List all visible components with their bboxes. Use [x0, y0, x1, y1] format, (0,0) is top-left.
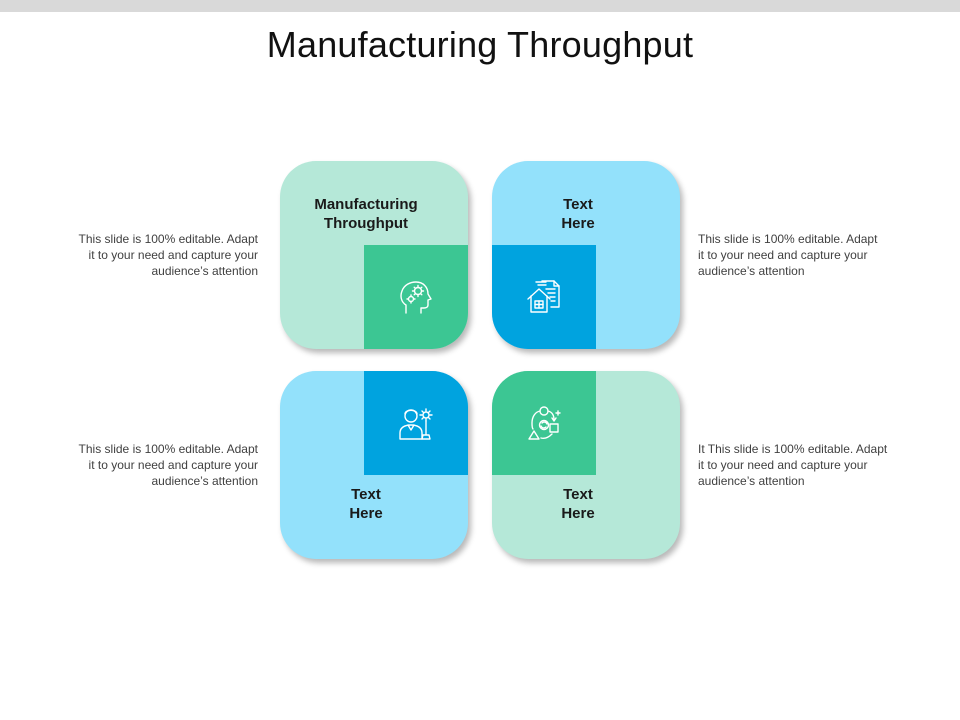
- tile-1-label: Manufacturing Throughput: [291, 195, 441, 233]
- tile-3-icon-quadrant: [364, 371, 468, 475]
- description-top-left: This slide is 100% editable. Adapt it to…: [58, 231, 258, 279]
- tile-4-label: Text Here: [503, 485, 653, 523]
- tile-2-label: Text Here: [503, 195, 653, 233]
- tile-4-icon-quadrant: [492, 371, 596, 475]
- head-gears-icon: [400, 281, 432, 314]
- tile-3: Text Here: [280, 371, 468, 559]
- engineer-gear-icon: [399, 408, 433, 440]
- tile-3-label-line2: Here: [349, 505, 383, 522]
- tile-manufacturing-throughput: Manufacturing Throughput: [280, 161, 468, 349]
- tile-2-icon-quadrant: [492, 245, 596, 349]
- description-1-line2: it to your need and capture your: [88, 248, 258, 262]
- house-document-icon: [527, 280, 560, 313]
- description-4-line1: It This slide is 100% editable. Adapt: [698, 442, 888, 456]
- tile-2-label-line2: Here: [561, 215, 595, 232]
- top-bar: [0, 0, 960, 12]
- tile-1-label-line1: Manufacturing: [314, 196, 418, 213]
- description-3-line3: audience’s attention: [151, 474, 258, 488]
- description-1-line1: This slide is 100% editable. Adapt: [78, 232, 258, 246]
- slide-title: Manufacturing Throughput: [266, 24, 694, 65]
- description-2-line3: audience’s attention: [698, 264, 805, 278]
- tile-2: Text Here: [492, 161, 680, 349]
- description-4-line3: audience’s attention: [698, 474, 805, 488]
- tile-3-label: Text Here: [291, 485, 441, 523]
- description-1-line3: audience’s attention: [151, 264, 258, 278]
- description-2-line1: This slide is 100% editable. Adapt: [698, 232, 878, 246]
- description-3-line2: it to your need and capture your: [88, 458, 258, 472]
- tile-2-label-line1: Text: [563, 196, 593, 213]
- description-2-line2: it to your need and capture your: [698, 248, 868, 262]
- tile-3-label-line1: Text: [351, 486, 381, 503]
- description-bottom-left: This slide is 100% editable. Adapt it to…: [58, 441, 258, 489]
- description-3-line1: This slide is 100% editable. Adapt: [78, 442, 258, 456]
- tile-4-label-line1: Text: [563, 486, 593, 503]
- description-bottom-right: It This slide is 100% editable. Adapt it…: [698, 441, 918, 489]
- tile-4-label-line2: Here: [561, 505, 595, 522]
- tile-4: Text Here: [492, 371, 680, 559]
- tile-1-icon-quadrant: [364, 245, 468, 349]
- description-4-line2: it to your need and capture your: [698, 458, 868, 472]
- tile-1-label-line2: Throughput: [323, 215, 409, 232]
- process-cycle-icon: [528, 406, 561, 440]
- description-top-right: This slide is 100% editable. Adapt it to…: [698, 231, 898, 279]
